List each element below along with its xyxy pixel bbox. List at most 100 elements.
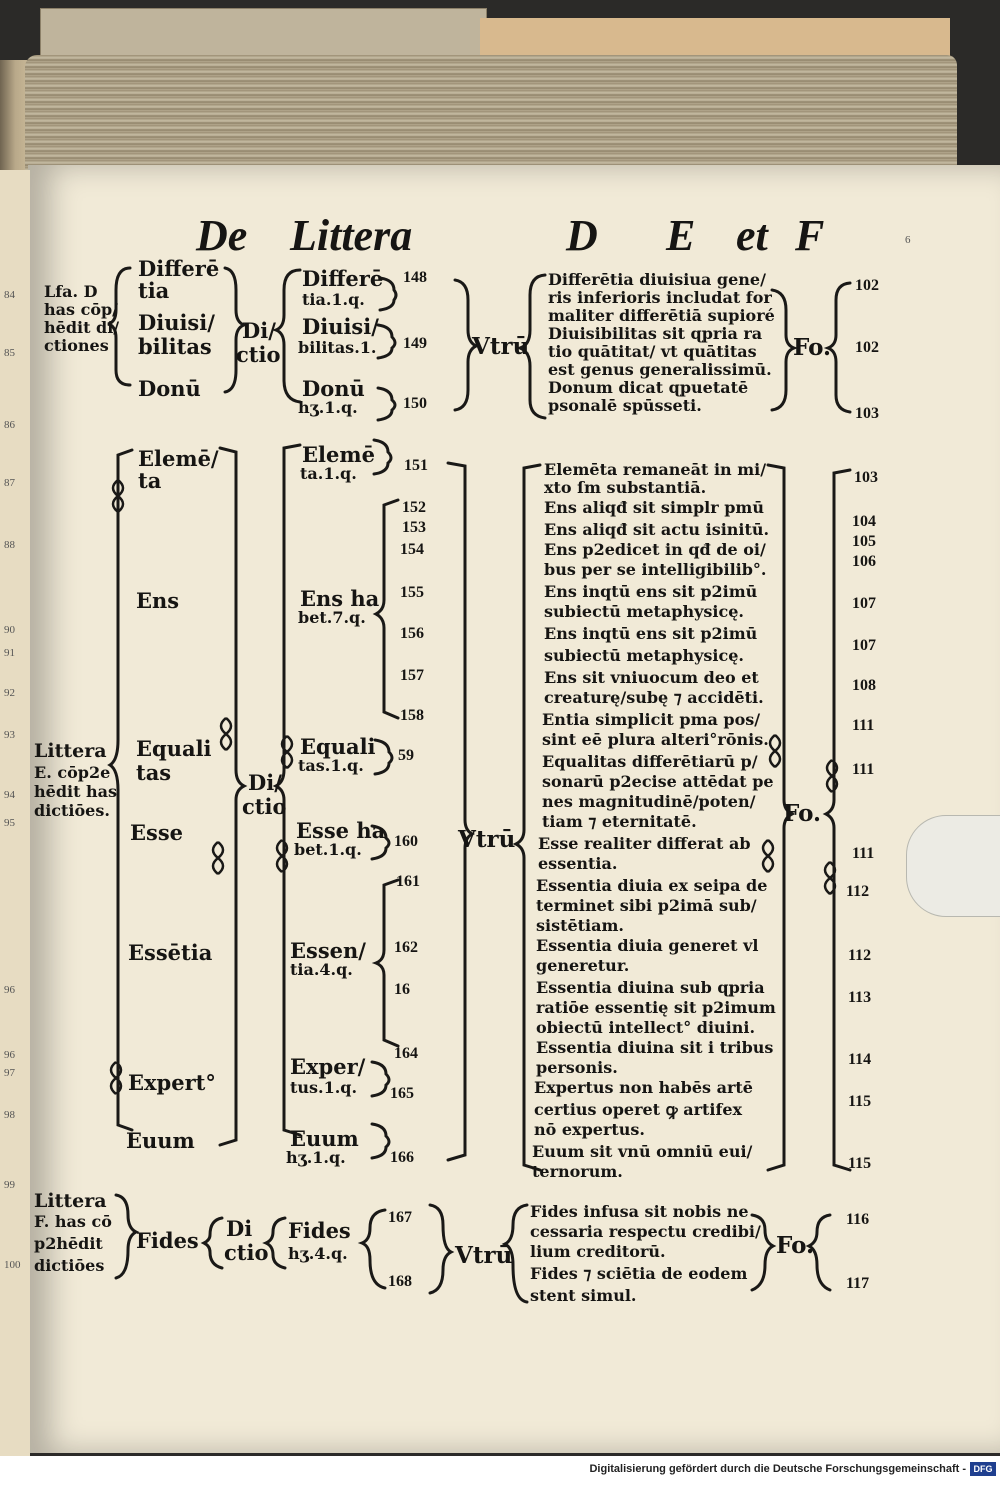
question-text: Ens inqtū ens sit p2imū — [544, 584, 757, 600]
folio-number: 115 — [848, 1094, 871, 1110]
question-text: Equalitas differētiarū p/ — [542, 754, 758, 770]
margin-number: 88 — [4, 540, 15, 551]
question-text: Fides ⁊ sciētia de eodem — [530, 1266, 747, 1282]
question-text: Ens sit vniuocum deo et — [544, 670, 759, 686]
question-number: 157 — [400, 668, 424, 684]
margin-number: 93 — [4, 730, 15, 741]
folio-number: 116 — [846, 1212, 869, 1228]
sub-equalitas: Equali — [300, 736, 376, 757]
sub-esse: Esse ha — [296, 820, 385, 841]
question-text: lium creditorū. — [530, 1244, 666, 1260]
folio-number: 102 — [855, 278, 879, 294]
section-f-heading-line: Littera — [34, 1192, 107, 1211]
title-letter-e: E — [666, 214, 695, 258]
section-d-heading-line: has cōp/ — [44, 302, 118, 318]
word-ens: Ens — [136, 590, 179, 611]
sub-euum-q: hʒ.1.q. — [286, 1150, 346, 1166]
sub-essentia: Essen/ — [290, 940, 366, 961]
folio-number: 103 — [854, 470, 878, 486]
question-number: 153 — [402, 520, 426, 536]
question-text: Donum dicat ɋpuetatē — [548, 380, 748, 396]
question-text: subiectū metaphysicę. — [544, 604, 744, 620]
digitization-notice: Digitalisierung gefördert durch die Deut… — [589, 1463, 966, 1475]
margin-number: 97 — [4, 1068, 15, 1079]
question-text: Ens aliqđ sit simplr pmū — [544, 500, 764, 516]
sub-differentia-q: tia.1.q. — [302, 292, 365, 308]
folio-number: 103 — [855, 406, 879, 422]
question-number: 167 — [388, 1210, 412, 1226]
dictio-d-1: Di/ — [242, 320, 276, 341]
question-text: Euum sit vnū omniū eui/ — [532, 1144, 752, 1160]
margin-number: 94 — [4, 790, 15, 801]
folio-number: 111 — [852, 762, 874, 778]
margin-number: 100 — [4, 1260, 21, 1271]
question-text: cessaria respectu credibi/ — [530, 1224, 761, 1240]
folio-label-e: Fo. — [783, 802, 821, 825]
section-e-heading-line: Littera — [34, 742, 107, 761]
question-text: bus per se intelligibilib°. — [544, 562, 766, 578]
question-number: 150 — [403, 396, 427, 412]
question-number: 151 — [404, 458, 428, 474]
word-esse: Esse — [130, 822, 183, 843]
utrum-e: Vtrū — [458, 828, 515, 851]
question-text: stent simul. — [530, 1288, 636, 1304]
section-d-heading-line: hēdit di/ — [44, 320, 119, 336]
dfg-logo: DFG — [970, 1462, 996, 1476]
sub-fides: Fides — [288, 1220, 351, 1241]
question-text: Essentia diuia generet vl — [536, 938, 758, 954]
question-text: ris inferioris includat for — [548, 290, 772, 306]
folio-number: 106 — [852, 554, 876, 570]
question-text: Expertus non habēs artē — [534, 1080, 753, 1096]
dictio-e-1: Di/ — [248, 772, 282, 793]
folio-number: 114 — [848, 1052, 871, 1068]
question-number: 156 — [400, 626, 424, 642]
question-text: ternorum. — [532, 1164, 623, 1180]
margin-number: 96 — [4, 1050, 15, 1061]
question-text: Ens inqtū ens sit p2imū — [544, 626, 757, 642]
question-text: tiam ⁊ eternitatē. — [542, 814, 697, 830]
folio-number: 113 — [848, 990, 871, 1006]
utrum-f: Vtrū — [455, 1244, 512, 1267]
sub-equalitas-q: tas.1.q. — [298, 758, 364, 774]
section-d-heading-line: ctiones — [44, 338, 109, 354]
sub-ens: Ens ha — [300, 588, 379, 609]
margin-number: 95 — [4, 818, 15, 829]
sub-donum-q: hʒ.1.q. — [298, 400, 358, 416]
section-d-heading-line: Lfa. D — [44, 284, 98, 300]
dictio-f-1: Di — [226, 1218, 252, 1239]
question-text: xto ſm substantiā. — [544, 480, 706, 496]
sub-differentia: Differē — [302, 268, 383, 289]
sub-expertus-q: tus.1.q. — [290, 1080, 357, 1096]
question-number: 152 — [402, 500, 426, 516]
margin-number: 85 — [4, 348, 15, 359]
sub-fides-q: hʒ.4.q. — [288, 1246, 348, 1262]
folio-number: 102 — [855, 340, 879, 356]
question-text: nes magnitudinē/poten/ — [542, 794, 755, 810]
question-text: essentia. — [538, 856, 617, 872]
question-text: psonalē spūsseti. — [548, 398, 702, 414]
folio-label-d: Fo. — [793, 336, 831, 359]
margin-number: 99 — [4, 1180, 15, 1191]
utrum-d: Vtrū — [472, 335, 529, 358]
question-text: ratiōe essentię sit p2imum — [536, 1000, 776, 1016]
margin-number: 84 — [4, 290, 15, 301]
word-differentia-cont: tia — [138, 280, 169, 301]
question-text: Diuisibilitas sit ɋpria ra — [548, 326, 762, 342]
question-number: 164 — [394, 1046, 418, 1062]
folio-number: 117 — [846, 1276, 869, 1292]
page-edges — [25, 55, 957, 180]
question-text: obiectū intellect° diuini. — [536, 1020, 755, 1036]
word-elementa: Elemē/ — [138, 448, 219, 469]
question-text: Essentia diuina sub ɋpria — [536, 980, 765, 996]
sub-elementa: Elemē — [302, 444, 375, 465]
question-number: 59 — [398, 748, 414, 764]
clip-tab — [906, 815, 1000, 917]
section-f-heading-line: F. has cō — [34, 1214, 112, 1230]
word-donum: Donū — [138, 378, 201, 399]
question-text: sistētiam. — [536, 918, 624, 934]
question-number: 162 — [394, 940, 418, 956]
sub-donum: Donū — [302, 378, 365, 399]
margin-number: 92 — [4, 688, 15, 699]
margin-number: 98 — [4, 1110, 15, 1121]
